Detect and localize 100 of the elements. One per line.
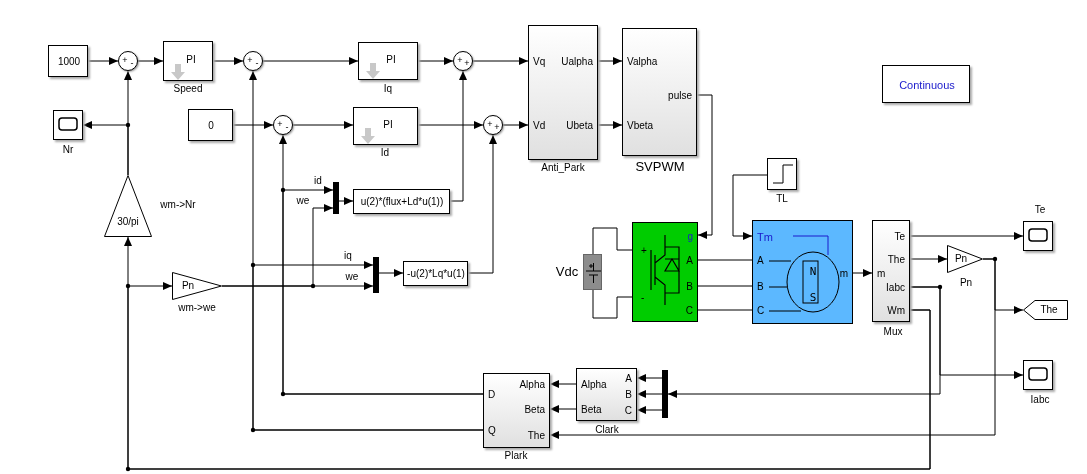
port-label: Vq [533, 56, 546, 68]
signal-arrow [82, 121, 129, 176]
function-expression: -u(2)*Lq*u(1) [407, 268, 465, 280]
sum-circle [453, 51, 473, 71]
port-label: Tm [757, 231, 773, 243]
signal-arrow [909, 232, 1024, 240]
sign-label: + [122, 56, 128, 65]
function-block [353, 189, 450, 214]
scope-block [1023, 360, 1053, 390]
block-caption: Anti_Park [541, 162, 585, 174]
signal-arrow [549, 258, 996, 439]
port-label: Alpha [519, 379, 545, 391]
constant-value: 0 [208, 120, 214, 132]
block-caption: Id [380, 147, 390, 159]
port-label: Alpha [581, 379, 607, 391]
sign-label: + [464, 59, 470, 68]
scope-block [1023, 221, 1053, 251]
block-caption: Iq [383, 83, 393, 95]
port-label: + [641, 245, 647, 257]
port-label: The [887, 254, 905, 266]
signal-arrow [338, 197, 354, 205]
constant-value: 1000 [57, 56, 81, 68]
signal-label: we [345, 271, 359, 283]
signal-arrow [87, 57, 119, 65]
port-label: Te [894, 231, 905, 243]
constant-block [48, 45, 88, 77]
port-label: A [757, 255, 764, 267]
signal-arrow [852, 269, 873, 277]
port-label: B [757, 281, 764, 293]
port-label: g [687, 231, 693, 243]
port-label: C [685, 305, 693, 317]
subsystem-block [528, 25, 598, 160]
port-label: Vd [533, 120, 546, 132]
port-label: A [625, 373, 632, 385]
block-label: Continuous [899, 79, 955, 91]
port-label: Iabc [886, 282, 905, 294]
block-caption: TL [776, 193, 788, 205]
block-caption: Te [1034, 204, 1046, 216]
sign-label: + [247, 56, 253, 65]
sum-circle [118, 51, 138, 71]
step-block [767, 158, 797, 190]
signal-arrow [137, 57, 164, 65]
signal-arrow [378, 269, 404, 277]
signal-arrow [127, 282, 931, 470]
connection-line [697, 259, 753, 261]
pole-label: S [809, 292, 817, 304]
pole-label: N [809, 266, 817, 278]
signal-label: iq [344, 250, 352, 262]
signal-arrow [417, 121, 484, 129]
port-label: A [686, 255, 693, 267]
sign-label: - [285, 123, 289, 132]
signal-arrow [282, 186, 484, 395]
port-label: C [757, 305, 765, 317]
signal-arrow [549, 405, 577, 413]
block-caption: Vdc [555, 264, 579, 280]
block-caption: wm->we [178, 302, 216, 314]
block-label: PI [386, 54, 396, 66]
mux-bar [662, 370, 668, 418]
signal-arrow [636, 374, 663, 382]
connection-line [592, 289, 633, 319]
port-label: m [877, 268, 886, 280]
block-caption: SVPWM [635, 159, 685, 175]
connection-line [697, 285, 753, 287]
block-caption: Pn [959, 277, 973, 289]
port-label: Wm [887, 305, 905, 317]
block-caption: Mux [883, 326, 903, 338]
signal-arrow [212, 57, 244, 65]
sign-label: + [487, 120, 493, 129]
block-caption: wm->Nr [160, 199, 196, 211]
port-label: Beta [581, 404, 602, 416]
port-label: D [488, 389, 496, 401]
connection-line [697, 309, 753, 311]
block-caption: Clark [595, 424, 619, 436]
pi-controller-block [358, 42, 418, 80]
subsystem-block [622, 28, 697, 156]
signal-arrow [667, 286, 941, 398]
block-label: PI [186, 54, 196, 66]
signal-arrow [696, 94, 713, 239]
signal-arrow [636, 390, 663, 398]
signal-arrow [732, 174, 768, 240]
port-label: B [686, 281, 693, 293]
signal-arrow [549, 380, 577, 388]
gain-value: 30/pi [117, 216, 139, 228]
port-label: Q [488, 425, 496, 437]
signal-arrow [232, 121, 274, 129]
gain-value: Pn [954, 253, 968, 265]
sign-label: - [130, 59, 134, 68]
signal-arrow [252, 261, 484, 431]
mux-bar [333, 182, 339, 214]
signal-arrow [636, 406, 663, 414]
port-label: Beta [524, 404, 545, 416]
block-caption: Plark [504, 450, 528, 462]
signal-arrow [597, 57, 623, 65]
signal-arrow [502, 121, 529, 129]
port-label: B [625, 389, 632, 401]
tag-label: The [1040, 304, 1058, 316]
block-caption: Speed [173, 83, 203, 95]
subsystem-block [483, 373, 550, 448]
sum-circle [483, 115, 503, 135]
pi-controller-block [163, 41, 213, 81]
